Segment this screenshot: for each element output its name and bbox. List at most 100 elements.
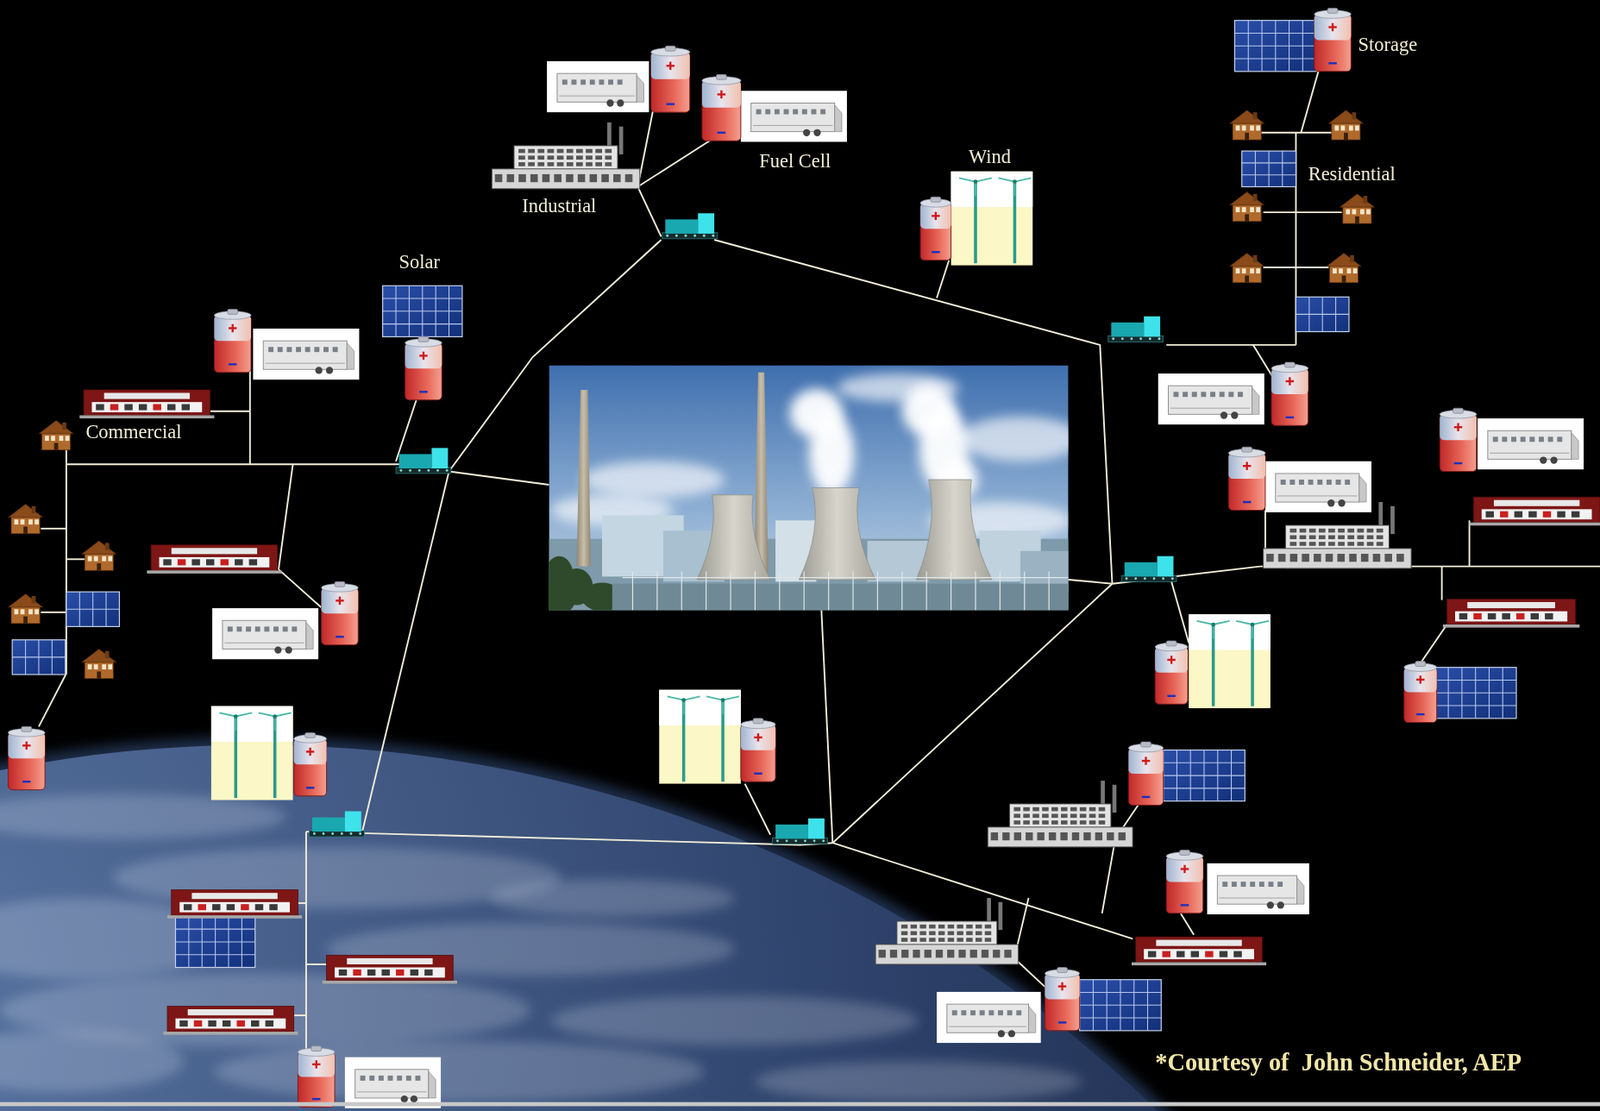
turbine-blade bbox=[235, 712, 252, 716]
fuel-cell-background bbox=[1207, 863, 1310, 915]
panel-grid bbox=[382, 323, 463, 325]
panel-face bbox=[382, 285, 463, 337]
trailer-vent bbox=[388, 1075, 394, 1081]
factory-window bbox=[966, 924, 973, 929]
substation-dot bbox=[1153, 577, 1156, 580]
factory-window bbox=[981, 949, 989, 958]
substation-icon bbox=[1108, 316, 1164, 343]
factory-stack bbox=[1390, 506, 1395, 534]
trailer-vent bbox=[960, 1010, 967, 1016]
trailer-vent bbox=[1219, 391, 1225, 397]
battery-cap bbox=[1284, 362, 1295, 368]
trailer-vent bbox=[1016, 1010, 1022, 1016]
factory-wing bbox=[491, 169, 640, 189]
substation-dot bbox=[400, 469, 403, 472]
turbine-blade bbox=[975, 177, 992, 182]
grid-wire bbox=[66, 463, 424, 465]
house-window bbox=[1242, 125, 1247, 132]
trailer-vent bbox=[1249, 881, 1255, 887]
fuel-cell-unit bbox=[740, 90, 848, 142]
trailer-body bbox=[355, 1069, 429, 1099]
building-facade bbox=[159, 557, 270, 568]
plus-mark bbox=[1060, 982, 1063, 991]
fuel-cell-background bbox=[345, 1057, 441, 1109]
building-window bbox=[250, 1020, 259, 1027]
grid-wire bbox=[294, 1014, 307, 1017]
minus-mark bbox=[1242, 501, 1251, 503]
minus-mark bbox=[1141, 796, 1150, 798]
substation-dot bbox=[1111, 337, 1115, 340]
factory-window bbox=[595, 155, 603, 160]
factory-window bbox=[1048, 832, 1056, 841]
house-window bbox=[1332, 268, 1337, 274]
factory-stack bbox=[1112, 784, 1117, 813]
panel-face bbox=[175, 916, 255, 967]
house-chimney bbox=[1253, 255, 1258, 263]
grid-wire bbox=[66, 558, 88, 560]
minus-mark bbox=[1167, 695, 1175, 697]
battery-cap bbox=[21, 726, 32, 732]
panel-grid bbox=[1234, 57, 1317, 59]
factory-window bbox=[1032, 813, 1040, 818]
house-window bbox=[94, 664, 99, 670]
building-window bbox=[1233, 951, 1242, 958]
battery-body bbox=[297, 1052, 335, 1108]
battery-cap bbox=[311, 1046, 322, 1052]
trailer-vent bbox=[997, 1010, 1004, 1016]
trailer-body bbox=[1217, 875, 1297, 904]
building-sign-band bbox=[1155, 940, 1242, 947]
house-window bbox=[107, 664, 113, 670]
turbine-blade bbox=[219, 712, 236, 716]
industrial-plant bbox=[987, 780, 1133, 848]
factory-window bbox=[604, 149, 612, 154]
trailer-vent bbox=[580, 79, 586, 85]
turbine-blade bbox=[1014, 177, 1031, 182]
factory-window bbox=[1373, 553, 1381, 562]
factory-window bbox=[566, 162, 574, 167]
factory-window bbox=[947, 931, 954, 936]
plus-mark bbox=[232, 324, 234, 333]
factory-window bbox=[1396, 553, 1405, 562]
factory-window bbox=[1051, 820, 1059, 825]
wind-sky bbox=[1188, 614, 1271, 650]
fuel-cell-background bbox=[252, 328, 359, 380]
house-window bbox=[14, 519, 19, 525]
house-icon bbox=[1229, 110, 1265, 140]
building-facade bbox=[334, 967, 446, 979]
substation-dot bbox=[1171, 577, 1174, 580]
house-icon bbox=[81, 648, 117, 678]
factory-window bbox=[585, 162, 593, 167]
building-body bbox=[171, 890, 299, 917]
building-window bbox=[124, 403, 132, 410]
factory-window bbox=[992, 949, 1000, 958]
factory-window bbox=[1289, 535, 1297, 540]
house-window bbox=[1352, 209, 1357, 215]
cloud-swirl bbox=[0, 793, 286, 839]
grid-wire bbox=[1300, 71, 1318, 133]
wind-sky bbox=[951, 171, 1034, 208]
house-icon bbox=[1326, 252, 1362, 283]
factory-window bbox=[537, 162, 545, 167]
factory-window bbox=[1361, 553, 1369, 562]
factory-window bbox=[625, 174, 634, 182]
trailer-body bbox=[1275, 473, 1360, 502]
trailer-end bbox=[346, 343, 354, 371]
factory-window bbox=[1022, 807, 1030, 812]
factory-window bbox=[495, 174, 503, 182]
factory-window bbox=[919, 924, 926, 929]
trailer-wheel bbox=[997, 1029, 1005, 1037]
trailer-vent bbox=[589, 79, 596, 85]
factory-window bbox=[1328, 528, 1336, 534]
house-chimney bbox=[105, 542, 110, 550]
factory-window bbox=[527, 155, 535, 160]
factory-window bbox=[938, 937, 945, 942]
building-facade bbox=[1143, 948, 1255, 960]
trailer-vent bbox=[1192, 391, 1198, 397]
panel-grid bbox=[12, 656, 66, 658]
grid-wire bbox=[306, 963, 327, 966]
trailer-trim bbox=[948, 1026, 1027, 1028]
building-window bbox=[269, 903, 277, 910]
factory-window bbox=[1349, 553, 1357, 562]
solar-panel bbox=[1163, 750, 1246, 802]
factory-window bbox=[878, 949, 886, 958]
